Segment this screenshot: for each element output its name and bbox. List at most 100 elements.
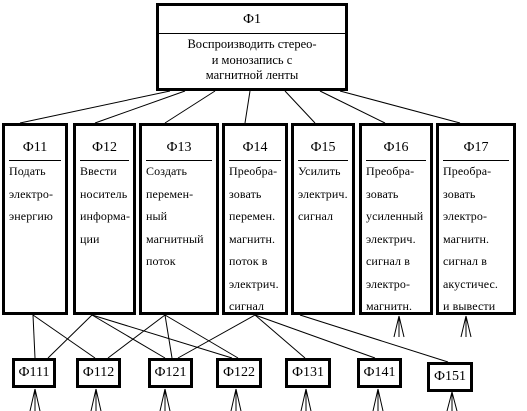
description-line: Воспроизводить стерео-: [187, 37, 317, 51]
description-line: поток в: [229, 254, 268, 268]
divider: [80, 160, 129, 161]
function-box-f13: Ф13 Создать перемен- ный магнитный поток: [139, 123, 219, 315]
function-box-f151: Ф151: [427, 362, 473, 392]
description-line: Усилить: [298, 164, 341, 178]
function-description: Подать электро- энергию: [9, 160, 65, 228]
edge-f1-f14: [244, 90, 251, 124]
divider: [298, 160, 348, 161]
edge-f15-f151: [299, 314, 449, 363]
function-description: Усилить электрич. сигнал: [298, 160, 352, 228]
description-line: электрич.: [298, 186, 348, 201]
description-line: поток: [146, 254, 176, 268]
description-line: Преобра-: [366, 164, 415, 178]
function-box-f111: Ф111: [12, 358, 56, 388]
function-code: Ф15: [310, 140, 336, 155]
edge-f11-f111: [32, 314, 36, 359]
description-line: зовать: [229, 186, 262, 201]
description-line: Подать: [9, 164, 46, 178]
function-description: Создать перемен- ный магнитный поток: [146, 160, 216, 273]
divider: [443, 160, 509, 161]
divider: [229, 160, 281, 161]
description-line: усиленный: [366, 209, 424, 223]
function-box-f112: Ф112: [76, 358, 121, 388]
edge-f1-f12: [94, 90, 186, 124]
f16-arrow-icon: [393, 315, 405, 338]
edge-f13-f121: [164, 314, 173, 359]
edge-f13-f112: [107, 314, 166, 359]
function-code: Ф122: [222, 365, 256, 380]
function-code: Ф16: [383, 140, 409, 155]
description-line: энергию: [9, 209, 53, 223]
edge-f1-f16: [319, 90, 386, 124]
description-line: ный: [146, 209, 168, 223]
description-line: Преобра-: [443, 164, 492, 178]
function-description: Преобра- зовать электро- магнитн. сигнал…: [443, 160, 513, 318]
function-box-f14: Ф14 Преобра- зовать перемен. магнитн. по…: [222, 123, 288, 315]
function-box-f16: Ф16 Преобра- зовать усиленный электрич. …: [359, 123, 433, 315]
leaf-arrows: [29, 388, 458, 411]
description-line: информа-: [80, 209, 131, 223]
description-line: магнитной ленты: [205, 68, 299, 82]
description-line: акустичес.: [443, 276, 498, 291]
description-line: электро-: [9, 186, 54, 201]
description-line: сигнал: [229, 299, 265, 313]
description-line: магнитн.: [229, 231, 276, 246]
description-line: ции: [80, 231, 100, 246]
description-line: перемен.: [229, 209, 276, 223]
function-code: Ф141: [363, 365, 396, 380]
function-code: Ф12: [91, 140, 118, 155]
function-code: Ф1: [242, 12, 262, 27]
description-line: Создать: [146, 164, 188, 178]
edge-f1-f11: [19, 90, 171, 124]
function-box-f11: Ф11 Подать электро- энергию: [2, 123, 68, 315]
description-line: зовать: [366, 186, 399, 201]
edge-f1-f13: [164, 90, 216, 124]
function-code: Ф112: [82, 365, 115, 380]
function-code: Ф17: [463, 140, 489, 155]
description-line: Преобра-: [229, 164, 278, 178]
edge-f14-f121: [177, 314, 256, 359]
description-line: Ввести: [80, 164, 117, 178]
edge-f14-f131: [254, 314, 306, 359]
function-box-f15: Ф15 Усилить электрич. сигнал: [291, 123, 355, 315]
edge-f1-f17: [339, 90, 461, 124]
description-line: электрич.: [229, 276, 279, 291]
description-line: носитель: [80, 186, 128, 201]
description-line: сигнал в: [366, 254, 410, 268]
description-line: сигнал в: [443, 254, 487, 268]
edge-f14-f141: [254, 314, 376, 359]
function-box-f122: Ф122: [216, 358, 262, 388]
description-line: и вывести: [443, 299, 496, 313]
description-line: перемен-: [146, 186, 194, 201]
description-line: зовать: [443, 186, 476, 201]
edge-f11-f112: [32, 314, 96, 359]
edge-f12-f122: [91, 314, 233, 359]
edge-f12-f121: [91, 314, 166, 359]
function-code: Ф14: [242, 140, 268, 155]
description-line: электрич.: [366, 231, 416, 246]
function-box-f121: Ф121: [148, 358, 193, 388]
function-code: Ф151: [433, 369, 467, 384]
function-description: Преобра- зовать усиленный электрич. сигн…: [366, 160, 430, 318]
function-code: Ф13: [166, 140, 192, 155]
divider: [366, 160, 426, 161]
function-box-f131: Ф131: [285, 358, 331, 388]
edge-f12-f111: [47, 314, 93, 359]
description-line: и монозапись с: [211, 52, 293, 67]
description-line: магнитн.: [366, 299, 413, 313]
description-line: магнитный: [146, 231, 204, 246]
function-box-f17: Ф17 Преобра- зовать электро- магнитн. си…: [436, 123, 516, 315]
description-line: сигнал: [298, 209, 334, 223]
function-box-f12: Ф12 Ввести носитель информа- ции: [73, 123, 136, 315]
function-description: Воспроизводить стерео- и монозапись с ма…: [161, 37, 343, 84]
f17-arrow-icon: [460, 315, 472, 338]
edge-f1-f15: [284, 90, 316, 124]
description-line: электро-: [443, 209, 488, 223]
description-line: электро-: [366, 276, 411, 291]
function-code: Ф121: [154, 365, 187, 380]
function-description: Ввести носитель информа- ции: [80, 160, 133, 250]
divider: [146, 160, 212, 161]
function-box-f1: Ф1 Воспроизводить стерео- и монозапись с…: [156, 3, 348, 91]
function-code: Ф11: [22, 140, 48, 155]
